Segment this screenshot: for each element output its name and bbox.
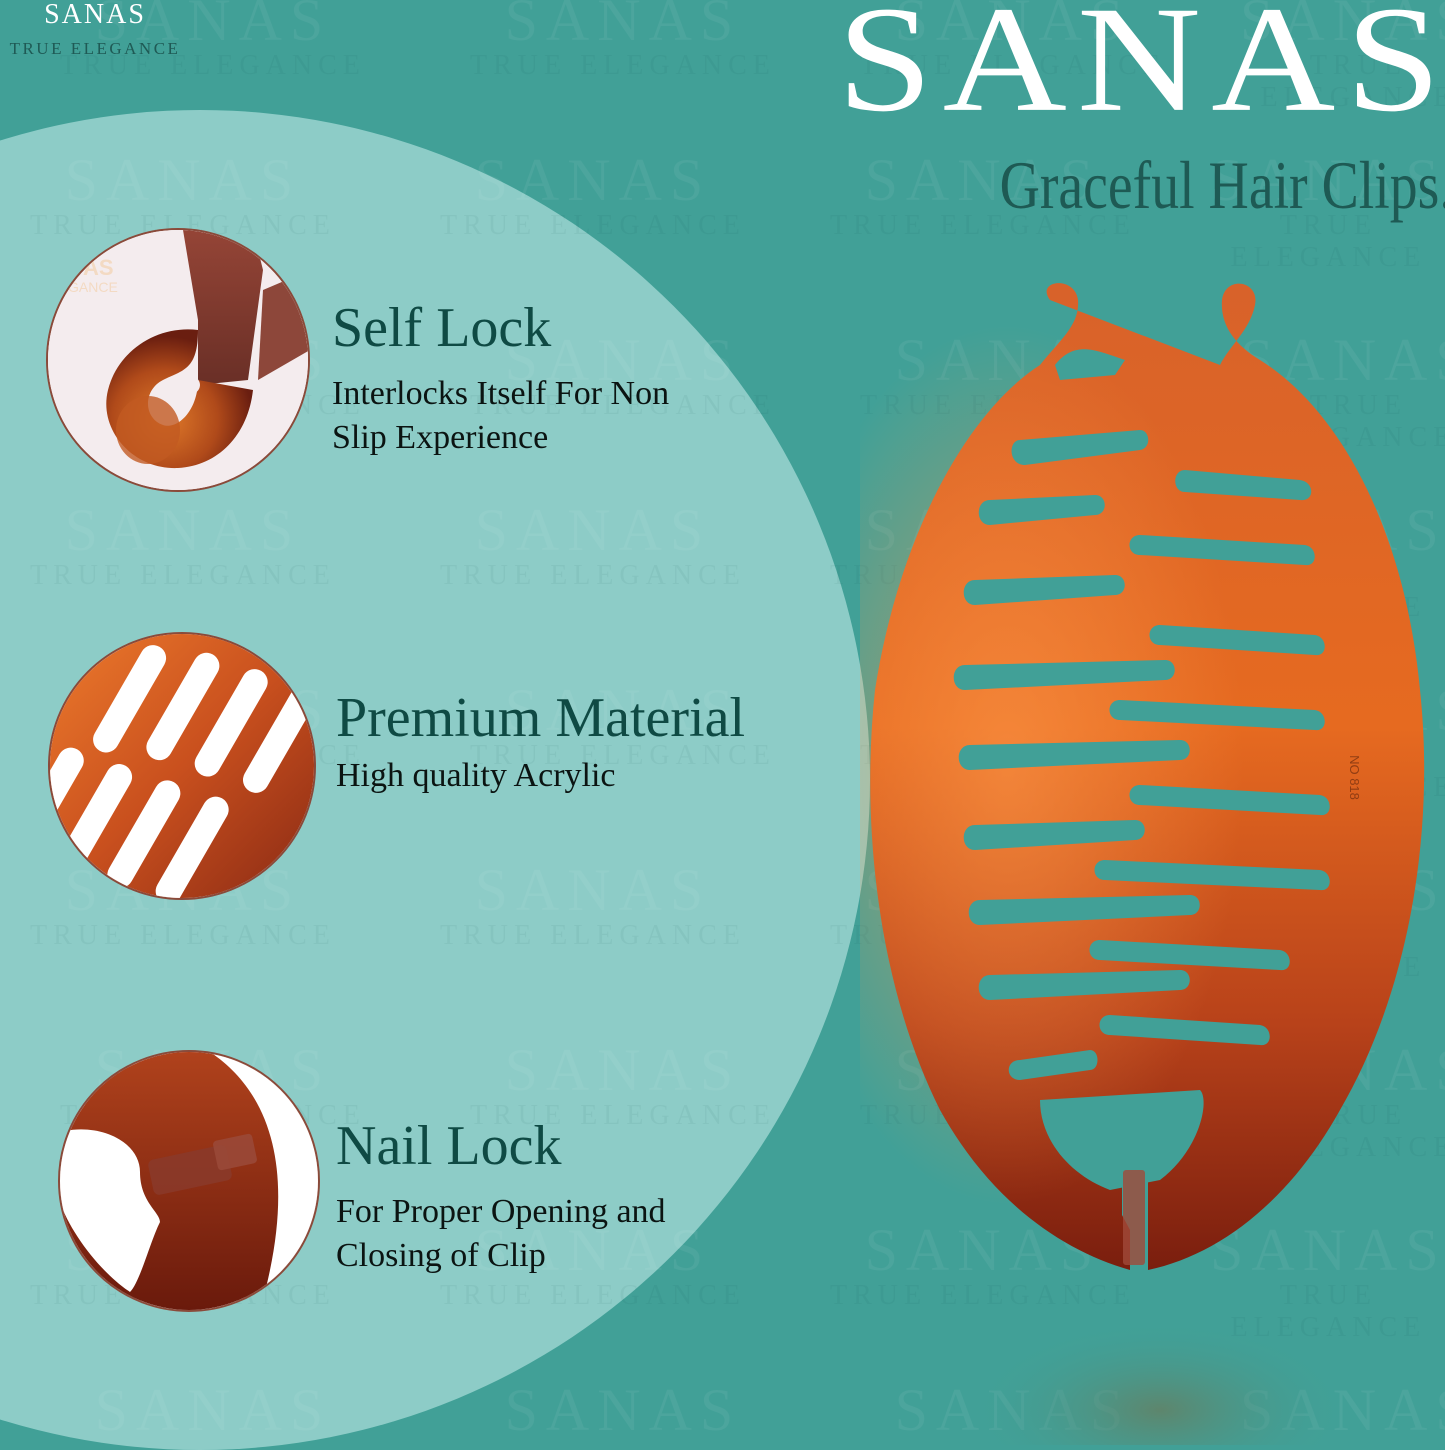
feature-title: Self Lock: [332, 297, 552, 359]
nail-lock-image: [58, 1050, 320, 1312]
hero-title: SANAS: [837, 0, 1445, 144]
feature-description: Interlocks Itself For Non Slip Experienc…: [332, 375, 670, 456]
brand-name: SANAS: [44, 0, 146, 30]
brand-logo: SANAS TRUE ELEGANCE: [0, 0, 190, 60]
hair-clip-product-image: [860, 270, 1445, 1445]
clip-embossed-text: NO 818: [1346, 755, 1362, 800]
brand-tagline: TRUE ELEGANCE: [9, 39, 181, 58]
premium-material-image: [48, 632, 316, 900]
hero-subtitle: Graceful Hair Clips.: [999, 147, 1445, 223]
feature-premium-material: Premium Material High quality Acrylic: [336, 688, 745, 798]
self-lock-icon: AS GANCE: [48, 230, 308, 490]
feature-self-lock: Self Lock Interlocks Itself For Non Slip…: [332, 298, 669, 460]
feature-title: Nail Lock: [336, 1115, 562, 1177]
feature-description: For Proper Opening and Closing of Clip: [336, 1193, 666, 1274]
teeth-closeup-icon: [50, 634, 314, 898]
hinge-closeup-icon: [60, 1052, 318, 1310]
self-lock-image: AS GANCE: [46, 228, 310, 492]
feature-title: Premium Material: [336, 687, 746, 749]
feature-description: High quality Acrylic: [336, 757, 616, 794]
svg-text:GANCE: GANCE: [68, 279, 118, 295]
feature-nail-lock: Nail Lock For Proper Opening and Closing…: [336, 1116, 666, 1278]
